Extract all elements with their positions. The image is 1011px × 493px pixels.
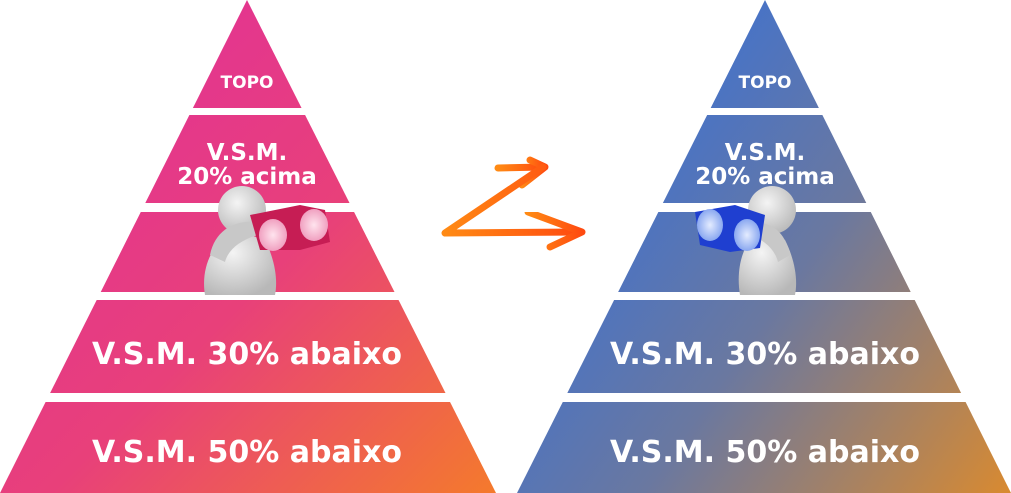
tier-top-label: TOPO bbox=[221, 73, 274, 93]
tier-50-below-label: V.S.M. 50% abaixo bbox=[610, 435, 920, 470]
binoculars-icon bbox=[250, 205, 330, 251]
binoculars-figure bbox=[204, 186, 330, 295]
tier-20-above-label: 20% acima bbox=[695, 164, 835, 190]
left-pyramid: TOPO V.S.M. 20% acima V.S.M. 30% abaixo … bbox=[0, 0, 500, 493]
binoculars-figure bbox=[695, 186, 797, 295]
right-pyramid: TOPO V.S.M. 20% acima V.S.M. 30% abaixo … bbox=[510, 0, 1011, 493]
tier-30-below-label: V.S.M. 30% abaixo bbox=[610, 337, 920, 372]
tier-20-above-label: 20% acima bbox=[177, 164, 317, 190]
tier-vsm-label: V.S.M. bbox=[207, 140, 288, 166]
tier-vsm-label: V.S.M. bbox=[725, 140, 806, 166]
tier-top-label: TOPO bbox=[739, 73, 792, 93]
transition-arrow-icon bbox=[441, 156, 586, 251]
tier-30-below-label: V.S.M. 30% abaixo bbox=[92, 337, 402, 372]
binoculars-icon bbox=[695, 205, 765, 252]
tier-50-below-label: V.S.M. 50% abaixo bbox=[92, 435, 402, 470]
